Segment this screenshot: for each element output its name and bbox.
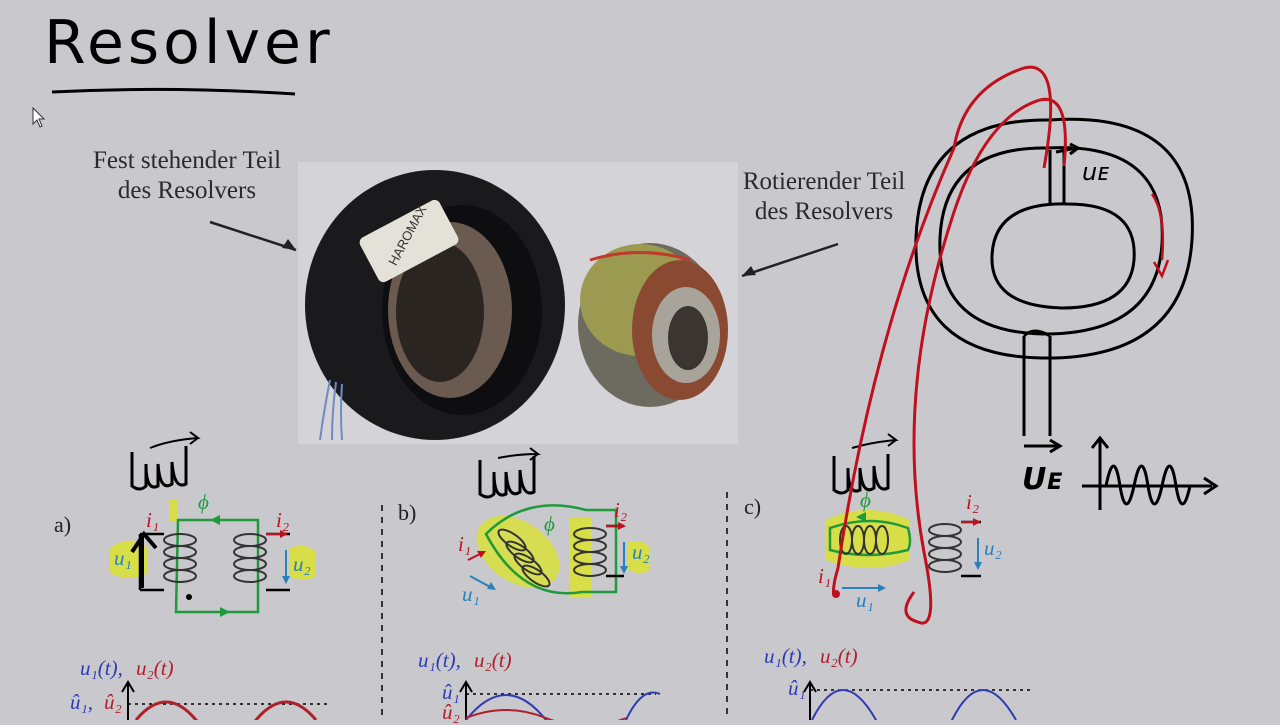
panel-b-i2: i₂ — [614, 498, 628, 522]
sketch-label-UE: Uᴇ — [1022, 462, 1064, 497]
red-rotation-arrow — [1150, 193, 1170, 279]
plot-c-amp-u1: û₁ — [788, 676, 806, 700]
rotor-label-arrow — [741, 242, 839, 278]
panel-a-i2: i₂ — [276, 508, 290, 532]
cursor-icon — [32, 106, 46, 128]
plot-b-amp-u1: û₁ — [442, 680, 460, 704]
title-underline — [51, 87, 296, 96]
plot-a-amp-u2: û₂ — [104, 690, 122, 714]
stator-label-line1: Fest stehender Teil — [92, 147, 282, 174]
title-text: Resolver — [44, 8, 334, 78]
red-wire-2 — [904, 97, 1067, 625]
panel-a-u2: u₂ — [293, 552, 311, 576]
panel-b-phi: ϕ — [544, 512, 555, 536]
plot-b — [459, 680, 661, 720]
stator-label-arrow — [209, 220, 297, 252]
plot-a-amp-u1: û₁, — [70, 690, 94, 714]
rotor-label: Rotierender Teil des Resolvers — [704, 167, 944, 227]
panel-c-tag: c) — [744, 494, 762, 519]
plot-c-label-u2: u₂(t) — [820, 644, 858, 668]
panel-b-u2: u₂ — [632, 540, 650, 564]
panel-a-i1: i₁ — [146, 508, 160, 532]
rotor-label-line1: Rotierender Teil — [742, 168, 906, 195]
resolver-sketch — [914, 117, 1219, 510]
panel-c-i1: i₁ — [818, 564, 832, 588]
panel-c-u2: u₂ — [984, 536, 1002, 560]
rotor-label-line2: des Resolvers — [754, 198, 894, 225]
stator-photo: HAROMAX — [305, 170, 565, 441]
panel-b-i1: i₁ — [458, 532, 472, 556]
panel-c-u1: u₁ — [856, 588, 874, 612]
plot-b-label-u2: u₂(t) — [474, 648, 512, 672]
panel-b-diagram — [467, 447, 650, 598]
sketch-label-ue: uᴇ — [1082, 158, 1109, 186]
panel-b-tag: b) — [398, 500, 417, 525]
panel-c-phi: ϕ — [860, 488, 871, 512]
plot-b-label-u1: u₁(t), — [418, 648, 461, 672]
plot-a-label-u2: u₂(t) — [136, 656, 174, 680]
panel-c-i2: i₂ — [966, 490, 980, 514]
panel-a-diagram — [110, 431, 316, 617]
stator-label-line2: des Resolvers — [117, 177, 257, 204]
plot-a — [121, 680, 328, 720]
rotor-photo — [578, 243, 728, 407]
panel-c-diagram — [826, 433, 982, 592]
panel-a-tag: a) — [54, 512, 72, 537]
plot-b-amp-u2: û₂ — [442, 700, 460, 724]
plot-a-label-u1: u₁(t), — [80, 656, 123, 680]
panel-a-phi: ϕ — [198, 490, 209, 514]
panel-a-u1: u₁ — [114, 546, 132, 570]
red-wire-1 — [832, 65, 1053, 597]
plot-c-label-u1: u₁(t), — [764, 644, 807, 668]
panel-b-u1: u₁ — [462, 582, 480, 606]
plot-c — [803, 680, 1030, 720]
stator-label: Fest stehender Teil des Resolvers — [62, 146, 312, 206]
